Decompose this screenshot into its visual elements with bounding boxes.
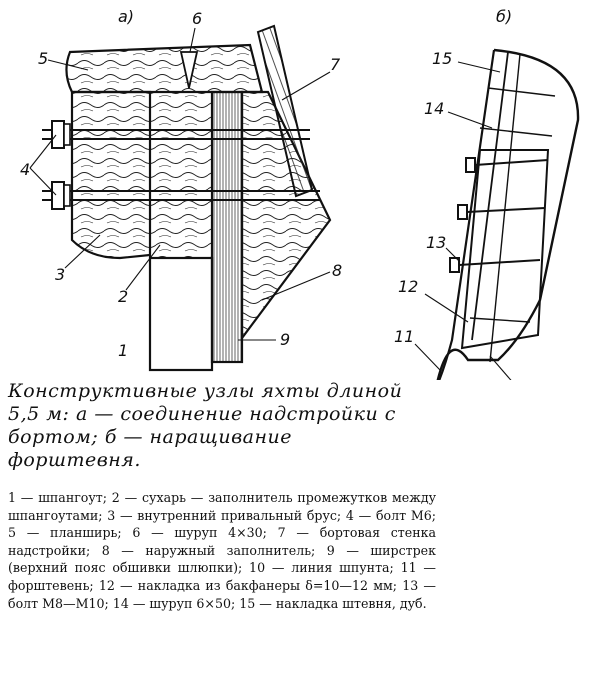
callout-3: 3 (55, 265, 65, 284)
panel-b-drawing: б) 15 14 13 12 11 10 (394, 7, 580, 380)
figure-caption: Конструктивные узлы яхты длиной 5,5 м: а… (8, 380, 403, 471)
leader-lines-a (29, 27, 331, 341)
outer-filler (240, 90, 332, 342)
panel-a-drawing: а) 5 6 7 4 3 2 8 1 9 (20, 7, 342, 372)
bolt-lower (42, 181, 320, 210)
construction-drawing: а) 5 6 7 4 3 2 8 1 9 (20, 7, 580, 380)
inner-clamp-beam (70, 90, 152, 260)
stem-outline (436, 48, 580, 380)
callout-1: 1 (118, 341, 128, 360)
callout-2: 2 (118, 287, 128, 306)
plywood-overlay (460, 149, 550, 350)
callout-4: 4 (20, 160, 30, 179)
label-panel-b: б) (496, 7, 512, 26)
callout-5: 5 (38, 49, 48, 68)
frame-shpangout (148, 256, 214, 372)
figure-legend: 1 — шпангоут; 2 — сухарь — заполнитель п… (8, 490, 436, 611)
wood-screw (179, 51, 199, 89)
bolt-upper (42, 120, 310, 149)
callout-12: 12 (398, 277, 418, 296)
gunwale-planshir (65, 43, 264, 94)
callout-13: 13 (426, 233, 446, 252)
spacer-block (149, 91, 213, 259)
callout-9: 9 (280, 330, 290, 349)
callout-7: 7 (330, 55, 341, 74)
callout-11: 11 (394, 327, 414, 346)
callout-15: 15 (432, 49, 452, 68)
callout-8: 8 (332, 261, 342, 280)
callout-14: 14 (424, 99, 444, 118)
stem-bolts (449, 157, 549, 273)
label-panel-a: а) (118, 7, 134, 26)
stem-screws (469, 87, 556, 323)
leader-lines-b (414, 61, 512, 380)
sheer-strake (210, 90, 244, 364)
callout-6: 6 (192, 9, 202, 28)
